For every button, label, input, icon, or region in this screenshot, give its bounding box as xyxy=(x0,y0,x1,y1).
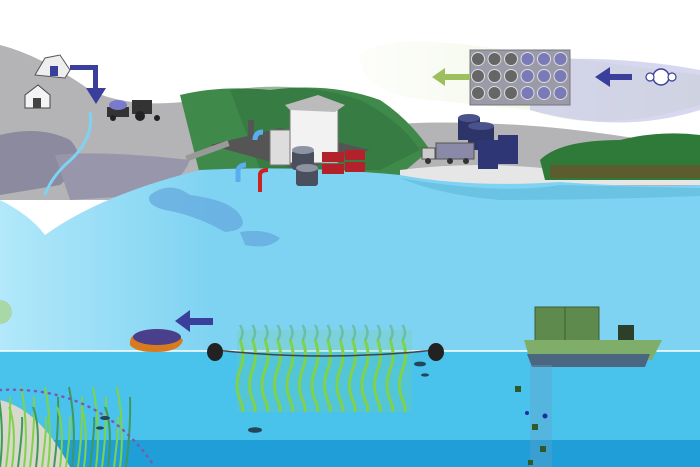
kelp-strand xyxy=(385,339,395,413)
seagrass-blade xyxy=(104,406,111,467)
fish-icon xyxy=(248,427,262,433)
kelp-strand xyxy=(388,324,394,341)
fan-icon xyxy=(504,69,518,83)
kelp-strand xyxy=(301,324,307,341)
arrow-icon xyxy=(175,310,213,332)
containers-red xyxy=(322,150,365,174)
kelp-strand xyxy=(248,339,257,413)
fan-panel xyxy=(469,49,571,106)
coastal-shallows xyxy=(400,178,700,200)
seagrass-blade xyxy=(113,416,120,467)
arrow-icon xyxy=(432,68,470,86)
fan-icon xyxy=(471,86,485,100)
fan-icon xyxy=(487,69,502,83)
mine-icon xyxy=(34,54,71,79)
cargo-ship-icon xyxy=(524,306,662,367)
kelp-strand xyxy=(323,339,332,413)
fan-icon xyxy=(487,86,502,100)
buoy-icon xyxy=(207,343,223,361)
barn-icon xyxy=(24,84,51,109)
river xyxy=(43,111,93,196)
kelp-strand xyxy=(326,324,332,341)
ocean-surface-area xyxy=(0,168,700,351)
seagrass-blade xyxy=(116,386,123,467)
kelp-strand xyxy=(263,324,269,341)
fan-icon xyxy=(520,52,535,66)
kelp-strand xyxy=(251,324,257,341)
seafloor-slope xyxy=(0,400,70,467)
tractor-icon xyxy=(107,100,160,121)
fish-icon xyxy=(414,361,426,367)
kelp-strand xyxy=(351,324,357,341)
seagrass-blade xyxy=(65,416,72,467)
fan-icon xyxy=(553,86,568,100)
kelp-strand xyxy=(276,324,282,341)
seagrass-blade xyxy=(125,396,132,467)
seagrass-blade xyxy=(56,406,63,467)
kelp-strand xyxy=(363,324,369,341)
mangrove-icon xyxy=(540,133,700,180)
seagrass-blade xyxy=(80,406,87,467)
fan-icon xyxy=(504,52,518,66)
arrow-icon xyxy=(595,67,632,87)
fan-icon xyxy=(537,52,551,66)
fan-icon xyxy=(487,52,502,66)
dotted-boundary xyxy=(0,388,157,467)
fan-icon xyxy=(553,52,568,66)
kelp-strand xyxy=(401,324,407,341)
seagrass-blade xyxy=(5,396,12,467)
kelp-strand xyxy=(335,339,345,413)
kelp-strand xyxy=(313,324,319,341)
seagrass-blade xyxy=(44,386,51,467)
fan-icon xyxy=(520,69,535,83)
seagrass-icon xyxy=(0,386,132,467)
fan-icon xyxy=(537,86,551,100)
arrow-icon xyxy=(70,65,106,104)
fan-icon xyxy=(537,69,551,83)
fish-icon xyxy=(421,373,429,377)
fan-icon xyxy=(471,69,485,83)
seagrass-blade xyxy=(17,416,24,467)
seagrass-blade xyxy=(89,416,96,467)
outflow-plume xyxy=(149,187,280,247)
kelp-strand xyxy=(310,339,320,413)
kelp-strand xyxy=(238,324,244,341)
farm-line xyxy=(214,349,437,357)
kelp-strand xyxy=(398,339,407,413)
fan-icon xyxy=(553,69,568,83)
fan-icon xyxy=(520,86,535,100)
kelp-strand xyxy=(298,339,307,413)
fish-icon xyxy=(100,416,110,420)
fan-icon xyxy=(504,86,518,100)
seagrass-blade xyxy=(29,396,36,467)
fan-icon xyxy=(471,52,485,66)
sinking-particles xyxy=(515,386,548,465)
kelp-strand xyxy=(235,339,245,413)
boat-icon xyxy=(129,329,183,352)
seagrass-blade xyxy=(20,386,27,467)
storage-tank-icon xyxy=(458,114,518,169)
seagrass-blade xyxy=(41,416,48,467)
seagrass-blade xyxy=(53,396,60,467)
seagrass-blade xyxy=(0,398,3,467)
co2-molecule-icon xyxy=(645,68,677,86)
kelp-strand xyxy=(288,324,294,341)
fish-icon xyxy=(96,426,104,430)
kelp-strand xyxy=(376,324,382,341)
buoy-icon xyxy=(428,343,444,361)
air-capture-fans-icon xyxy=(469,49,571,106)
seagrass-blade xyxy=(8,406,15,467)
seagrass-blade xyxy=(101,396,108,467)
seagrass-blade xyxy=(32,406,39,467)
truck-icon xyxy=(421,142,475,164)
kelp-strand xyxy=(338,324,344,341)
seagrass-blade xyxy=(68,386,75,467)
storage-tank-icon xyxy=(292,146,318,186)
leaf-badge xyxy=(0,300,12,324)
discharge-plume xyxy=(530,365,552,467)
quarry-rock xyxy=(0,131,78,195)
